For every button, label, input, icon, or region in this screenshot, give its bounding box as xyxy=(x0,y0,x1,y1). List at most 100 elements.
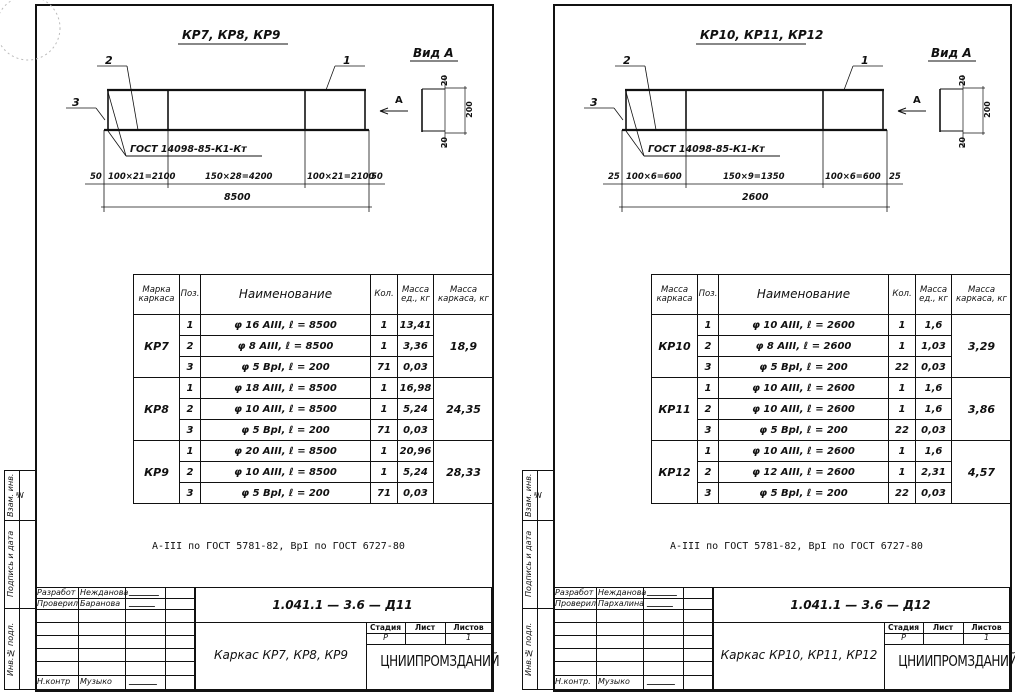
leader-line xyxy=(625,91,645,157)
quantity-cell: 1 xyxy=(888,314,916,336)
quantity-cell: 1 xyxy=(888,335,916,357)
grid-hline xyxy=(553,648,713,649)
name-cell: φ 5 BpI, ℓ = 200 xyxy=(718,482,889,504)
table-header-cell: Марка каркаса xyxy=(133,274,180,315)
side-stamp-inventory: Инв.№ подл. xyxy=(524,622,533,676)
leader-label-2: 2 xyxy=(105,54,113,67)
stage-header: Листов xyxy=(453,623,484,632)
quantity-cell: 71 xyxy=(370,419,398,441)
organization-name: ЦНИИПРОМЗДАНИЙ xyxy=(898,652,1015,670)
view-label: Вид А xyxy=(931,46,972,60)
stage-header: Стадия xyxy=(887,623,920,632)
quantity-cell: 71 xyxy=(370,482,398,504)
side-stamp-hline xyxy=(4,520,36,521)
weld-note: ГОСТ 14098-85-К1-Кт xyxy=(130,144,247,155)
unit-mass-cell: 3,36 xyxy=(397,335,434,357)
document-code: 1.041.1 — 3.6 — Д12 xyxy=(790,598,931,612)
dimension-text: 25 xyxy=(608,172,620,182)
unit-mass-cell: 5,24 xyxy=(397,461,434,483)
drawing-name: Каркас КР7, КР8, КР9 xyxy=(214,648,348,662)
signature xyxy=(646,600,676,607)
quantity-cell: 1 xyxy=(888,377,916,399)
leader-line xyxy=(644,65,657,131)
leader-line xyxy=(325,65,336,91)
total-length: 2600 xyxy=(742,192,769,203)
quantity-cell: 1 xyxy=(370,440,398,462)
grid-hline xyxy=(553,675,713,676)
unit-mass-cell: 20,96 xyxy=(397,440,434,462)
position-cell: 2 xyxy=(179,398,201,420)
leader-line xyxy=(625,130,645,157)
name-cell: φ 18 AIII, ℓ = 8500 xyxy=(200,377,371,399)
dimension-text: 25 xyxy=(889,172,901,182)
quantity-cell: 1 xyxy=(370,335,398,357)
table-header-cell: Масса ед., кг xyxy=(397,274,434,315)
position-cell: 1 xyxy=(697,377,719,399)
table-header-cell: Масса ед., кг xyxy=(915,274,952,315)
table-header-cell: Масса каркаса, кг xyxy=(951,274,1012,315)
table-header-cell: Масса каркаса, кг xyxy=(433,274,494,315)
grid-vline xyxy=(125,587,126,690)
quantity-cell: 22 xyxy=(888,482,916,504)
unit-mass-cell: 1,6 xyxy=(915,398,952,420)
unit-mass-cell: 1,6 xyxy=(915,377,952,399)
quantity-cell: 1 xyxy=(370,314,398,336)
signature xyxy=(646,678,678,685)
unit-mass-cell: 1,6 xyxy=(915,440,952,462)
leader-label-3: 3 xyxy=(590,96,598,109)
grid-hline xyxy=(35,675,195,676)
dimension-text: 50 xyxy=(371,172,383,182)
view-arrow xyxy=(379,110,389,115)
unit-mass-cell: 13,41 xyxy=(397,314,434,336)
position-cell: 3 xyxy=(179,356,201,378)
grid-vline xyxy=(683,587,684,690)
name-cell: φ 10 AIII, ℓ = 2600 xyxy=(718,377,889,399)
dimension-text: 50 xyxy=(90,172,102,182)
section-dim-height: 200 xyxy=(464,101,474,118)
grid-vline xyxy=(643,587,644,690)
dimension-text: 100×6=600 xyxy=(626,172,682,182)
stage-header: Листов xyxy=(971,623,1002,632)
section-dim-bottom: 20 xyxy=(440,136,450,149)
side-stamp-hline xyxy=(522,520,554,521)
unit-mass-cell: 0,03 xyxy=(915,356,952,378)
position-cell: 2 xyxy=(179,335,201,357)
role-checked: Проверил xyxy=(37,599,79,608)
total-length: 8500 xyxy=(224,192,251,203)
name-cell: φ 10 AIII, ℓ = 2600 xyxy=(718,440,889,462)
unit-mass-cell: 0,03 xyxy=(397,482,434,504)
frame-mark-cell: КР9 xyxy=(133,440,180,504)
signature xyxy=(646,589,680,596)
view-label: Вид А xyxy=(413,46,454,60)
quantity-cell: 1 xyxy=(370,461,398,483)
weld-note: ГОСТ 14098-85-К1-Кт xyxy=(648,144,765,155)
grid-vline xyxy=(78,587,79,690)
leader-line xyxy=(107,130,127,157)
name-cell: φ 5 BpI, ℓ = 200 xyxy=(718,419,889,441)
unit-mass-cell: 1,03 xyxy=(915,335,952,357)
grid-hline xyxy=(35,609,195,610)
cage-drawing xyxy=(584,43,985,212)
name-cell: φ 20 AIII, ℓ = 8500 xyxy=(200,440,371,462)
leader-line xyxy=(126,65,139,131)
grid-hline xyxy=(35,635,195,636)
sheets-total-value: 1 xyxy=(465,633,472,642)
name-cell: φ 5 BpI, ℓ = 200 xyxy=(200,419,371,441)
name-cell: φ 5 BpI, ℓ = 200 xyxy=(200,482,371,504)
name-checked: Пархалина xyxy=(598,599,645,608)
view-arrow xyxy=(897,107,907,112)
side-stamp-signature-date: Подпись и дата xyxy=(6,530,15,598)
name-cell: φ 10 AIII, ℓ = 2600 xyxy=(718,314,889,336)
frame-mass-cell: 28,33 xyxy=(433,440,494,504)
